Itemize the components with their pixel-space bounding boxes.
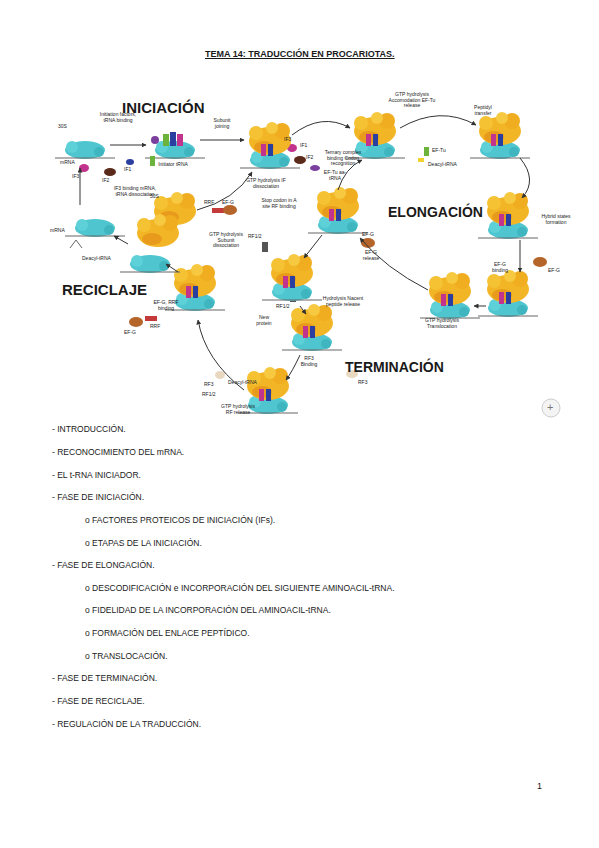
splitting-ribosome <box>120 214 180 273</box>
free-factors <box>70 144 547 379</box>
page-number: 1 <box>537 782 542 792</box>
figure-label: RF1/2 <box>202 392 216 398</box>
figure-label: RRF <box>204 200 214 206</box>
figure-label: RF1/2 <box>276 304 290 310</box>
figure-label: EF-Tu <box>432 148 446 154</box>
figure-label: GTP hydrolysis Subunit dissociation <box>205 232 247 249</box>
outline-item: o DESCODIFICACIÓN e INCORPORACIÓN DEL SI… <box>85 584 395 593</box>
initiation-complex <box>145 132 205 159</box>
phase-label: ELONGACIÓN <box>388 205 483 220</box>
figure-label: Peptidyl transfer <box>470 105 496 116</box>
outline-item: - FASE DE ELONGACIÓN. <box>52 561 155 570</box>
figure-label: EF-G <box>222 200 234 206</box>
outline-item: o TRANSLOCACIÓN. <box>85 652 168 661</box>
figure-label: Hydrolysis Nacent peptide release <box>320 296 366 307</box>
figure-label: Hybrid states formation <box>540 214 572 225</box>
ribosome-70s <box>420 272 480 319</box>
ribosome-70s <box>478 270 538 317</box>
cycle-arrows <box>80 116 530 390</box>
outline-item: - REGULACIÓN DE LA TRADUCCIÓN. <box>52 720 201 729</box>
figure-label: RF3 <box>204 382 213 388</box>
figure-label: IF3 <box>72 174 79 180</box>
ribosome-70s <box>308 187 368 234</box>
zoom-sign: + <box>547 401 553 413</box>
figure-label: RF3 <box>358 380 367 386</box>
ribosome-states <box>55 112 547 414</box>
outline-item: o FIDELIDAD DE LA INCORPORACIÓN DEL AMIN… <box>85 606 331 615</box>
figure-label: EF-G <box>362 232 374 238</box>
zoom-button <box>542 399 560 417</box>
ribosome-70s <box>240 122 300 169</box>
outline-item: o FACTORES PROTEICOS DE INICIACIÓN (IFs)… <box>85 516 275 525</box>
figure-label: GTP hydrolysis IF dissociation <box>245 178 287 189</box>
ribosome-70s <box>282 304 342 351</box>
figure-label: mRNA <box>50 228 65 234</box>
outline-item: o FORMACIÓN DEL ENLACE PEPTÍDICO. <box>85 629 250 638</box>
outline-item: - FASE DE RECICLAJE. <box>52 697 145 706</box>
outline-item: - RECONOCIMIENTO DEL mRNA. <box>52 448 184 457</box>
figure-label: EF-G <box>548 268 560 274</box>
figure-label: Deacyl-tRNA <box>228 380 257 386</box>
ribosome-70s <box>478 192 538 239</box>
outline-item: - EL t-RNA INICIADOR. <box>52 471 141 480</box>
ribosome-70s <box>262 254 322 301</box>
figure-label: Initiation factors, tRNA binding <box>96 112 140 123</box>
ribosome-30s <box>55 141 115 159</box>
phase-label: TERMINACIÓN <box>345 360 444 375</box>
outline-item: o ETAPAS DE LA INICIACIÓN. <box>85 539 202 548</box>
figure-label: IF1 <box>124 167 131 173</box>
figure-label: Ternary complex binding Codon recognitio… <box>320 150 366 167</box>
figure-label: 30S <box>58 124 67 130</box>
phase-label: RECICLAJE <box>62 282 147 299</box>
figure-label: Initiator tRNA <box>158 162 188 168</box>
figure-label: Deacyl-tRNA <box>428 162 457 168</box>
figure-label: IF2 <box>306 155 313 161</box>
figure-label: RF3 Binding <box>296 356 322 367</box>
figure-label: EF-Tu aa-tRNA <box>322 170 348 181</box>
figure-label: New protein <box>252 315 276 326</box>
figure-label: EF-G release <box>358 250 384 261</box>
figure-label: Stop codon in A site RF binding <box>258 198 300 209</box>
outline-item: - FASE DE INICIACIÓN. <box>52 493 144 502</box>
figure-label: EF-G <box>124 330 136 336</box>
figure-label: IF3 <box>284 137 291 143</box>
page-title: TEMA 14: TRADUCCIÓN EN PROCARIOTAS. <box>205 50 395 60</box>
ribosome-30s <box>65 219 125 237</box>
figure-label: RF1/2 <box>248 234 262 240</box>
outline-item: - FASE DE TERMINACIÓN. <box>52 674 157 683</box>
figure-label: GTP hydrolysis Accomodation EF-Tu releas… <box>388 92 436 109</box>
outline-item: - INTRODUCCIÓN. <box>52 425 126 434</box>
figure-label: RRF <box>150 324 160 330</box>
figure-label: EF-G, RRF binding <box>150 300 182 311</box>
figure-label: EF-G binding <box>488 262 512 273</box>
figure-label: Deacyl-tRNA <box>82 256 111 262</box>
figure-label: Subunit joining <box>207 118 237 129</box>
figure-label: GTP hydrolysis RF release <box>218 404 258 415</box>
ribosome-70s <box>470 112 530 159</box>
figure-label: GTP hydrolysis Translocation <box>420 318 464 329</box>
figure-label: IF2 <box>102 178 109 184</box>
figure-label: IF1 <box>300 143 307 149</box>
figure-label: mRNA <box>60 160 75 166</box>
figure-label: IF3 binding mRNA, tRNA dissociation <box>112 186 158 197</box>
